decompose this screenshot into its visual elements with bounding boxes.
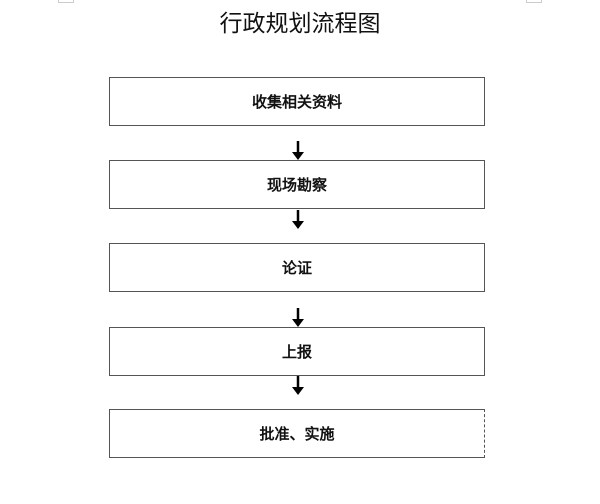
step-box-5: 批准、实施 [109, 409, 485, 458]
step-box-2: 现场勘察 [109, 160, 485, 209]
step-box-1: 收集相关资料 [109, 77, 485, 126]
diagram-title: 行政规划流程图 [219, 11, 381, 37]
step-box-3: 论证 [109, 243, 485, 292]
page-corner-mark [58, 0, 74, 3]
page-corner-mark [526, 0, 542, 3]
arrow-down-icon [292, 376, 304, 395]
arrow-down-icon [292, 308, 304, 327]
arrow-down-icon [292, 210, 304, 229]
step-box-4: 上报 [109, 327, 485, 376]
arrow-down-icon [292, 141, 304, 160]
